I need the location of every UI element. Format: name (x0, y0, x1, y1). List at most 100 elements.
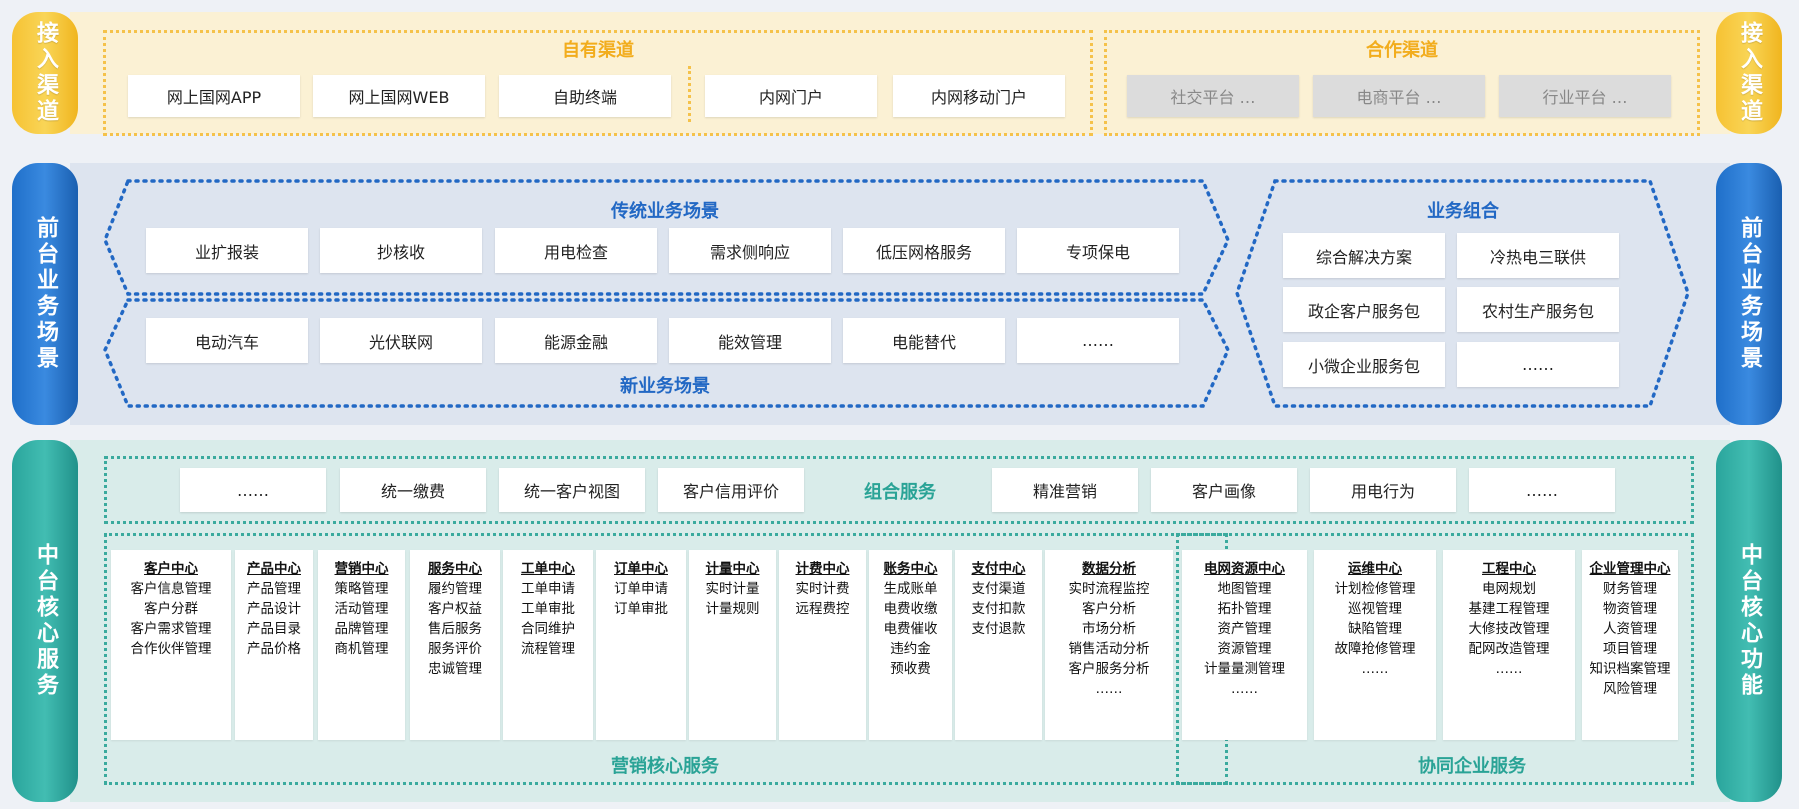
channel-social[interactable]: 社交平台 … (1127, 75, 1299, 117)
own-channel-group (103, 30, 1093, 136)
column-item: 风险管理 (1603, 681, 1657, 697)
column-item: 产品设计 (247, 601, 301, 617)
column-item: 产品价格 (247, 641, 301, 657)
partner-channel-group (1104, 30, 1700, 136)
combo-service-more-left[interactable]: …… (180, 468, 326, 512)
column-item: 支付扣款 (971, 601, 1026, 617)
column-grid-resource-center[interactable]: 电网资源中心地图管理拓扑管理资产管理资源管理计量量测管理…… (1182, 550, 1307, 740)
combo-gov-enterprise[interactable]: 政企客户服务包 (1283, 287, 1445, 332)
scene-special-power[interactable]: 专项保电 (1017, 228, 1179, 273)
combo-rural[interactable]: 农村生产服务包 (1457, 287, 1619, 332)
column-heading: 运维中心 (1348, 561, 1402, 577)
column-metering-center[interactable]: 计量中心实时计量计量规则 (689, 550, 776, 740)
column-item: 订单审批 (614, 601, 668, 617)
column-product-center[interactable]: 产品中心产品管理产品设计产品目录产品价格 (235, 550, 313, 740)
column-item: 地图管理 (1217, 581, 1272, 597)
column-item: 故障抢修管理 (1334, 641, 1416, 657)
column-item: 客户权益 (428, 601, 482, 617)
column-item: 商机管理 (334, 641, 389, 657)
access-right-pill: 接入渠道 (1716, 12, 1782, 134)
column-item: 品牌管理 (334, 621, 389, 637)
column-item: 服务评价 (428, 641, 482, 657)
column-item: 策略管理 (334, 581, 389, 597)
column-data-analysis[interactable]: 数据分析实时流程监控客户分析市场分析销售活动分析客户服务分析…… (1045, 550, 1173, 740)
combo-service-customer-profile[interactable]: 客户画像 (1151, 468, 1297, 512)
column-order-center[interactable]: 订单中心订单申请订单审批 (596, 550, 686, 740)
column-item: 电费收缴 (883, 601, 938, 617)
column-marketing-center[interactable]: 营销中心策略管理活动管理品牌管理商机管理 (318, 550, 405, 740)
column-item: 客户分群 (144, 601, 198, 617)
column-item: 支付退款 (971, 621, 1026, 637)
channel-web[interactable]: 网上国网WEB (313, 75, 485, 117)
column-item: 工单审批 (521, 601, 575, 617)
column-customer-center[interactable]: 客户中心客户信息管理客户分群客户需求管理合作伙伴管理 (111, 550, 231, 740)
scene-low-voltage-grid[interactable]: 低压网格服务 (843, 228, 1005, 273)
combo-integrated-solution[interactable]: 综合解决方案 (1283, 233, 1445, 278)
column-item: 拓扑管理 (1217, 601, 1272, 617)
column-item: 合同维护 (521, 621, 575, 637)
column-item: 生成账单 (883, 581, 938, 597)
combo-small-enterprise[interactable]: 小微企业服务包 (1283, 342, 1445, 387)
column-service-center[interactable]: 服务中心履约管理客户权益售后服务服务评价忠诚管理 (410, 550, 500, 740)
column-heading: 企业管理中心 (1589, 561, 1671, 577)
channel-terminal[interactable]: 自助终端 (499, 75, 671, 117)
column-heading: 电网资源中心 (1204, 561, 1285, 577)
column-item: 实时流程监控 (1068, 581, 1150, 597)
column-enterprise-mgmt-center[interactable]: 企业管理中心财务管理物资管理人资管理项目管理知识档案管理风险管理 (1582, 550, 1678, 740)
traditional-scene-outline (103, 179, 1230, 296)
column-item: 支付渠道 (971, 581, 1026, 597)
column-item: 知识档案管理 (1589, 661, 1671, 677)
scene-more[interactable]: …… (1017, 318, 1179, 363)
combo-service-title: 组合服务 (864, 482, 936, 503)
column-billing-center[interactable]: 计费中心实时计费远程费控 (779, 550, 866, 740)
column-engineering-center[interactable]: 工程中心电网规划基建工程管理大修技改管理配网改造管理…… (1443, 550, 1575, 740)
combo-service-customer-view[interactable]: 统一客户视图 (499, 468, 645, 512)
access-left-pill: 接入渠道 (12, 12, 78, 134)
scene-power-inspection[interactable]: 用电检查 (495, 228, 657, 273)
column-payment-center[interactable]: 支付中心支付渠道支付扣款支付退款 (955, 550, 1042, 740)
channel-industry[interactable]: 行业平台 … (1499, 75, 1671, 117)
combo-service-unified-payment[interactable]: 统一缴费 (340, 468, 486, 512)
collab-enterprise-group (1176, 533, 1694, 785)
channel-intranet-mobile[interactable]: 内网移动门户 (893, 75, 1065, 117)
column-workorder-center[interactable]: 工单中心工单申请工单审批合同维护流程管理 (503, 550, 593, 740)
column-item: …… (1231, 681, 1258, 697)
channel-ecommerce[interactable]: 电商平台 … (1313, 75, 1485, 117)
column-accounting-center[interactable]: 账务中心生成账单电费收缴电费催收违约金预收费 (869, 550, 952, 740)
column-item: 销售活动分析 (1068, 641, 1150, 657)
column-item: 工单申请 (521, 581, 575, 597)
combo-more[interactable]: …… (1457, 342, 1619, 387)
channel-intranet-portal[interactable]: 内网门户 (705, 75, 877, 117)
column-heading: 客户中心 (144, 561, 198, 577)
scene-energy-finance[interactable]: 能源金融 (495, 318, 657, 363)
channel-app[interactable]: 网上国网APP (128, 75, 300, 117)
combo-service-credit[interactable]: 客户信用评价 (658, 468, 804, 512)
column-item: 远程费控 (795, 601, 850, 617)
column-item: 人资管理 (1603, 621, 1657, 637)
combo-service-more-right[interactable]: …… (1469, 468, 1615, 512)
column-item: 流程管理 (521, 641, 575, 657)
scene-demand-response[interactable]: 需求侧响应 (669, 228, 831, 273)
column-heading: 营销中心 (334, 561, 389, 577)
combo-cchp[interactable]: 冷热电三联供 (1457, 233, 1619, 278)
scene-substitution[interactable]: 电能替代 (843, 318, 1005, 363)
column-item: 合作伙伴管理 (130, 641, 212, 657)
scene-efficiency[interactable]: 能效管理 (669, 318, 831, 363)
column-item: 物资管理 (1603, 601, 1657, 617)
scene-electric-vehicle[interactable]: 电动汽车 (146, 318, 308, 363)
combo-service-usage-behavior[interactable]: 用电行为 (1310, 468, 1456, 512)
column-item: 客户服务分析 (1068, 661, 1150, 677)
column-ops-center[interactable]: 运维中心计划检修管理巡视管理缺陷管理故障抢修管理…… (1314, 550, 1436, 740)
column-item: 实时计费 (795, 581, 850, 597)
scene-meter-billing[interactable]: 抄核收 (320, 228, 482, 273)
scene-pv-grid[interactable]: 光伏联网 (320, 318, 482, 363)
column-item: 产品目录 (247, 621, 301, 637)
column-item: 计量量测管理 (1204, 661, 1285, 677)
combo-service-precision-marketing[interactable]: 精准营销 (992, 468, 1138, 512)
column-heading: 计费中心 (795, 561, 850, 577)
partner-channel-title: 合作渠道 (1366, 40, 1438, 61)
new-scene-title: 新业务场景 (620, 376, 710, 397)
column-item: 电费催收 (883, 621, 938, 637)
scene-business-expansion[interactable]: 业扩报装 (146, 228, 308, 273)
